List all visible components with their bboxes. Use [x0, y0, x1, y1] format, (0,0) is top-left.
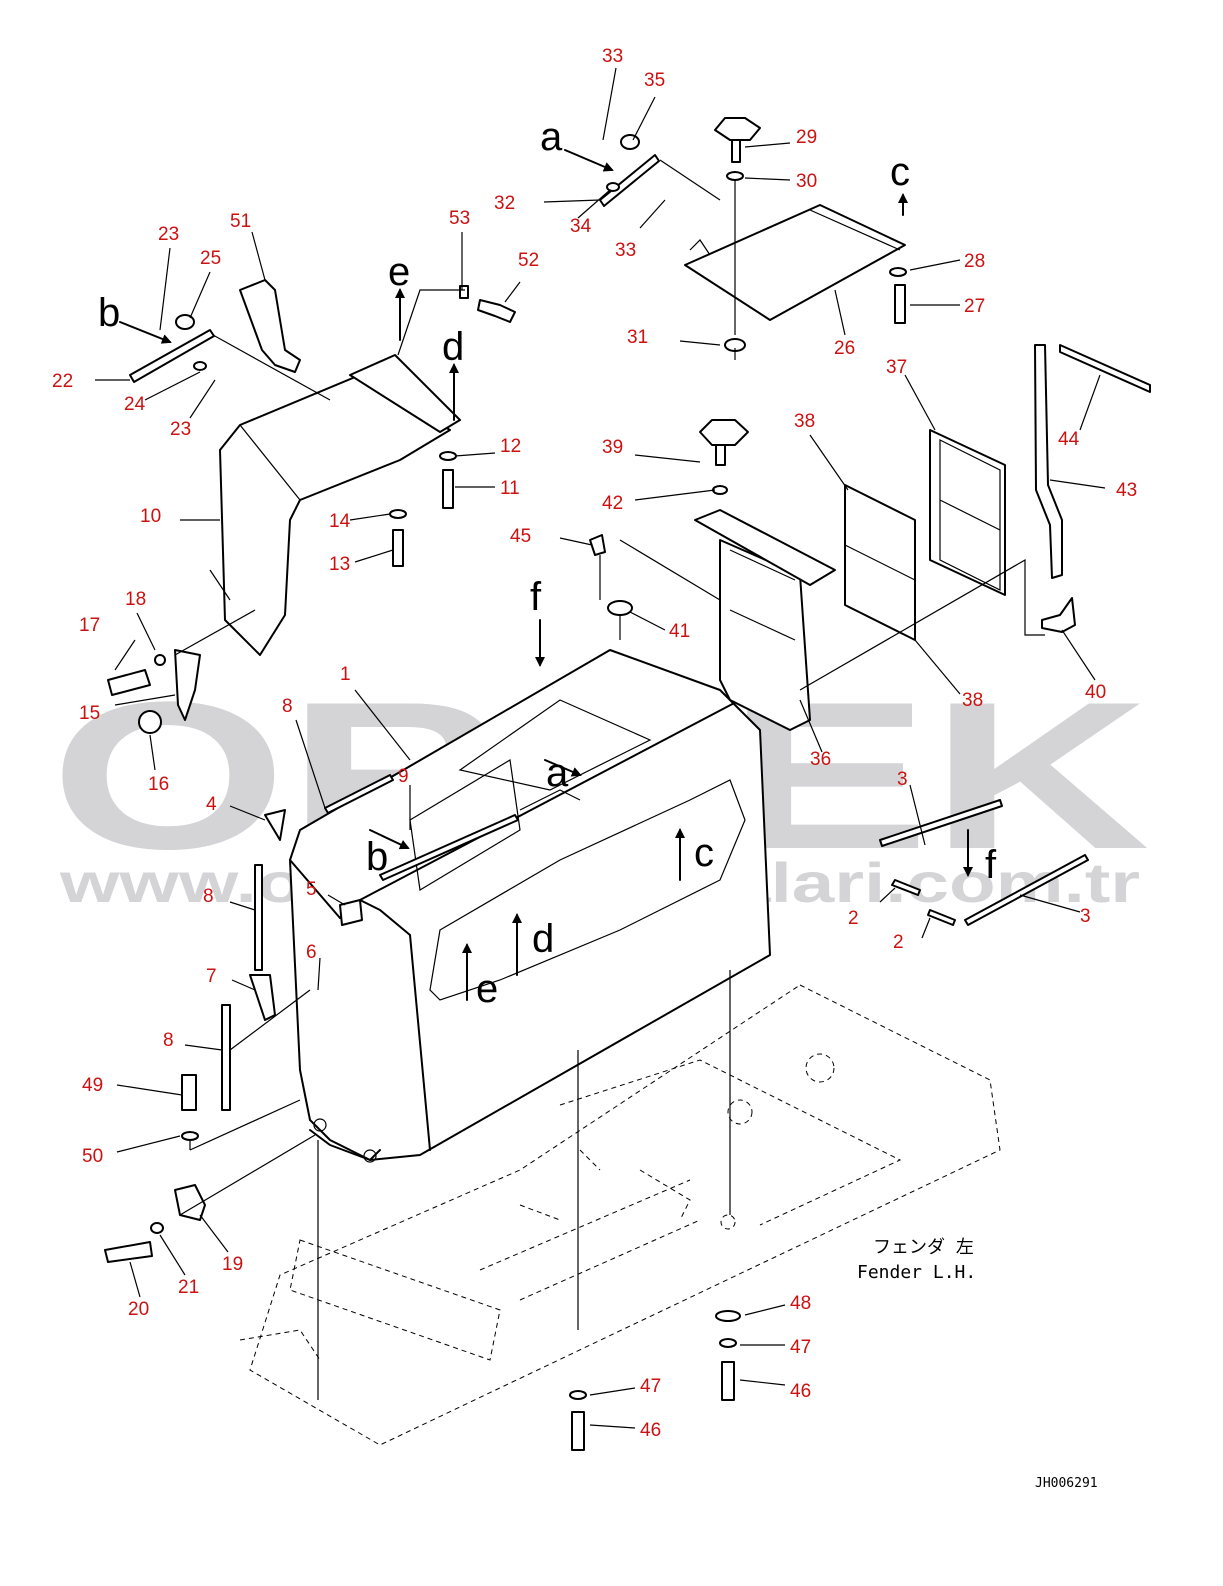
callout-labels: 33 35 32 34 33 29 30 28 27 31 26 23 25 5… [52, 46, 1137, 1441]
callout-18: 18 [125, 589, 146, 610]
callout-33: 33 [602, 46, 623, 67]
callout-3: 3 [897, 769, 908, 790]
callout-42: 42 [602, 493, 623, 514]
view-letter-e: e [388, 250, 410, 294]
callout-25: 25 [200, 248, 221, 269]
caption-japanese: フェンダ 左 [873, 1237, 974, 1258]
callout-33: 33 [615, 240, 636, 261]
caption-english: Fender L.H. [857, 1262, 976, 1283]
callout-37: 37 [886, 357, 907, 378]
view-letter-f: f [530, 575, 542, 619]
callout-8: 8 [163, 1030, 174, 1051]
view-letter-c: c [890, 150, 910, 194]
callout-49: 49 [82, 1075, 103, 1096]
view-letter-c: c [694, 831, 714, 875]
callout-38: 38 [962, 690, 983, 711]
fender-body [289, 649, 771, 1163]
leader-lines [95, 67, 1106, 1429]
view-letter-e: e [476, 967, 498, 1011]
view-letter-a: a [540, 115, 563, 159]
drawing-code: JH006291 [1035, 1476, 1098, 1491]
small-parts [104, 117, 1076, 1451]
callout-34: 34 [570, 216, 592, 237]
view-arrows [119, 149, 973, 1001]
callout-41: 41 [669, 621, 690, 642]
callout-40: 40 [1085, 682, 1106, 703]
callout-32: 32 [494, 193, 515, 214]
callout-24: 24 [124, 394, 146, 415]
view-letter-b: b [98, 291, 120, 335]
seal-strips [221, 774, 1089, 1111]
view-letter-labels: a b c d e f a b c d e f [98, 115, 997, 1011]
frame-outline [239, 984, 1001, 1446]
callout-7: 7 [206, 966, 217, 987]
callout-1: 1 [340, 664, 351, 685]
callout-14: 14 [329, 511, 351, 532]
callout-8: 8 [203, 886, 214, 907]
callout-46: 46 [790, 1381, 811, 1402]
callout-5: 5 [306, 879, 317, 900]
callout-48: 48 [790, 1293, 811, 1314]
callout-2: 2 [893, 932, 904, 953]
callout-52: 52 [518, 250, 539, 271]
callout-4: 4 [206, 794, 217, 815]
callout-26: 26 [834, 338, 855, 359]
view-letter-f: f [985, 843, 997, 887]
view-letter-a: a [546, 751, 569, 795]
callout-35: 35 [644, 70, 665, 91]
callout-28: 28 [964, 251, 985, 272]
callout-6: 6 [306, 942, 317, 963]
callout-19: 19 [222, 1254, 243, 1275]
callout-23: 23 [158, 224, 179, 245]
callout-53: 53 [449, 208, 470, 229]
callout-10: 10 [140, 506, 161, 527]
callout-38: 38 [794, 411, 815, 432]
callout-17: 17 [79, 615, 100, 636]
callout-8: 8 [282, 696, 293, 717]
callout-44: 44 [1058, 429, 1080, 450]
callout-47: 47 [790, 1337, 811, 1358]
callout-29: 29 [796, 127, 817, 148]
callout-45: 45 [510, 526, 531, 547]
callout-3: 3 [1080, 906, 1091, 927]
callout-23: 23 [170, 419, 191, 440]
callout-51: 51 [230, 211, 251, 232]
view-letter-d: d [442, 325, 464, 369]
callout-46: 46 [640, 1420, 661, 1441]
callout-9: 9 [398, 766, 409, 787]
callout-31: 31 [627, 327, 648, 348]
callout-30: 30 [796, 171, 817, 192]
callout-2: 2 [848, 908, 859, 929]
callout-43: 43 [1116, 480, 1137, 501]
callout-47: 47 [640, 1376, 661, 1397]
callout-22: 22 [52, 371, 73, 392]
callout-13: 13 [329, 554, 350, 575]
callout-50: 50 [82, 1146, 103, 1167]
filter-set [694, 344, 1151, 731]
callout-12: 12 [500, 436, 521, 457]
rear-cover [209, 374, 451, 656]
callout-11: 11 [500, 478, 520, 499]
callout-15: 15 [79, 703, 100, 724]
view-letter-d: d [532, 917, 554, 961]
callout-16: 16 [148, 774, 169, 795]
callout-36: 36 [810, 749, 831, 770]
caption: フェンダ 左 Fender L.H. JH006291 [857, 1237, 1098, 1491]
view-letter-b: b [366, 835, 388, 879]
callout-21: 21 [178, 1277, 199, 1298]
top-lid [684, 204, 906, 321]
callout-20: 20 [128, 1299, 149, 1320]
callout-27: 27 [964, 296, 985, 317]
callout-39: 39 [602, 437, 623, 458]
